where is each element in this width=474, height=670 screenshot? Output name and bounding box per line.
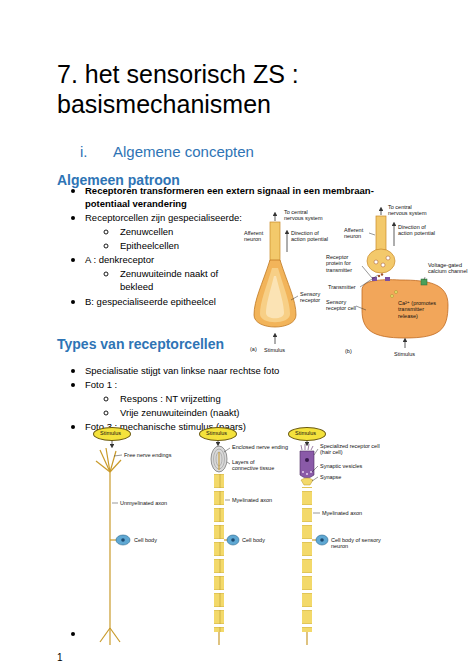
figure-b bbox=[356, 209, 448, 348]
figure-label: Direction of action potential bbox=[291, 230, 333, 243]
figure-label: Enclosed nerve ending bbox=[232, 444, 294, 450]
node-text: Stimulus bbox=[206, 430, 230, 436]
bullet-text: B: gespecialiseerde epitheelcel bbox=[85, 296, 245, 309]
sub-bullet-text: Zenuwuiteinde naakt of bekleed bbox=[120, 268, 230, 294]
page-title: 7. het sensorisch ZS : basismechanismen bbox=[57, 60, 342, 119]
sub-bullet-text: Zenuwcellen bbox=[120, 226, 173, 239]
section-number: i. bbox=[80, 143, 88, 160]
figure-label: Synaptic vesicles bbox=[320, 463, 362, 469]
figure-label: Myelinated axon bbox=[322, 510, 362, 516]
figure-label: Cell body bbox=[134, 537, 157, 543]
figure-label: Cell body of sensory neuron bbox=[331, 537, 393, 550]
figure-label: Ca²⁺ (promotes transmitter release) bbox=[398, 300, 442, 319]
page-number: 1 bbox=[57, 652, 63, 663]
bullet-marks bbox=[71, 189, 75, 636]
node-text: Stimulus bbox=[295, 430, 319, 436]
bullet-text: A : denkreceptor bbox=[85, 254, 154, 267]
figure-label: Myelinated axon bbox=[232, 497, 272, 503]
panel-letter: (b) bbox=[345, 348, 352, 354]
figure-label: Layers of connective tissue bbox=[232, 459, 282, 472]
figure-label: Stimulus bbox=[394, 351, 415, 357]
figure-label: To central nervous system bbox=[388, 204, 432, 217]
figure-label: Free nerve endings bbox=[124, 452, 171, 458]
bullet-text: Receptoren transformeren een extern sign… bbox=[85, 185, 415, 211]
figure-label: Stimulus bbox=[264, 347, 285, 353]
figure-label: Receptor protein for transmitter bbox=[326, 254, 364, 273]
stimulus-oval: Stimulus bbox=[288, 427, 326, 441]
bullet-text: Specialisatie stijgt van linkse naar rec… bbox=[85, 365, 279, 378]
figure-label: Transmitter bbox=[328, 284, 356, 290]
figure-label: Synapse bbox=[320, 474, 341, 480]
figure-label: Sensory receptor bbox=[300, 291, 330, 304]
subheading: Types van receptorcellen bbox=[57, 336, 224, 352]
stimulus-oval: Stimulus bbox=[199, 427, 237, 441]
bullet-text: Receptorcellen zijn gespecialiseerde: bbox=[85, 212, 242, 225]
stimulus-oval: Stimulus bbox=[93, 427, 131, 441]
encapsulated-ending-neuron bbox=[211, 441, 239, 645]
sub-bullet-text: Epitheelcellen bbox=[120, 240, 179, 253]
section-heading: Algemene concepten bbox=[113, 143, 254, 160]
bullet-text: Foto 1 : bbox=[85, 379, 117, 392]
figure-label: Voltage-gated calcium channel bbox=[428, 262, 468, 275]
figure-label: Unmyelinated axon bbox=[120, 500, 167, 506]
free-nerve-ending-neuron bbox=[96, 441, 130, 645]
figure-label: Sensory receptor cell bbox=[326, 299, 356, 312]
figure-label: Direction of action potential bbox=[398, 224, 442, 237]
node-text: Stimulus bbox=[100, 430, 124, 436]
figure-label: Afferent neuron bbox=[244, 230, 268, 243]
hair-cell-neuron bbox=[300, 441, 328, 645]
sub-bullet-text: Respons : NT vrijzetting bbox=[120, 393, 221, 406]
sub-bullet-text: Vrije zenuwuiteinden (naakt) bbox=[120, 407, 240, 420]
figure-label: Specialized receptor cell (hair cell) bbox=[320, 443, 392, 456]
figure-label: Afferent neuron bbox=[344, 227, 370, 240]
figure-label: To central nervous system bbox=[284, 209, 328, 222]
panel-letter: (a) bbox=[250, 346, 257, 352]
figure-label: Cell body bbox=[242, 537, 265, 543]
